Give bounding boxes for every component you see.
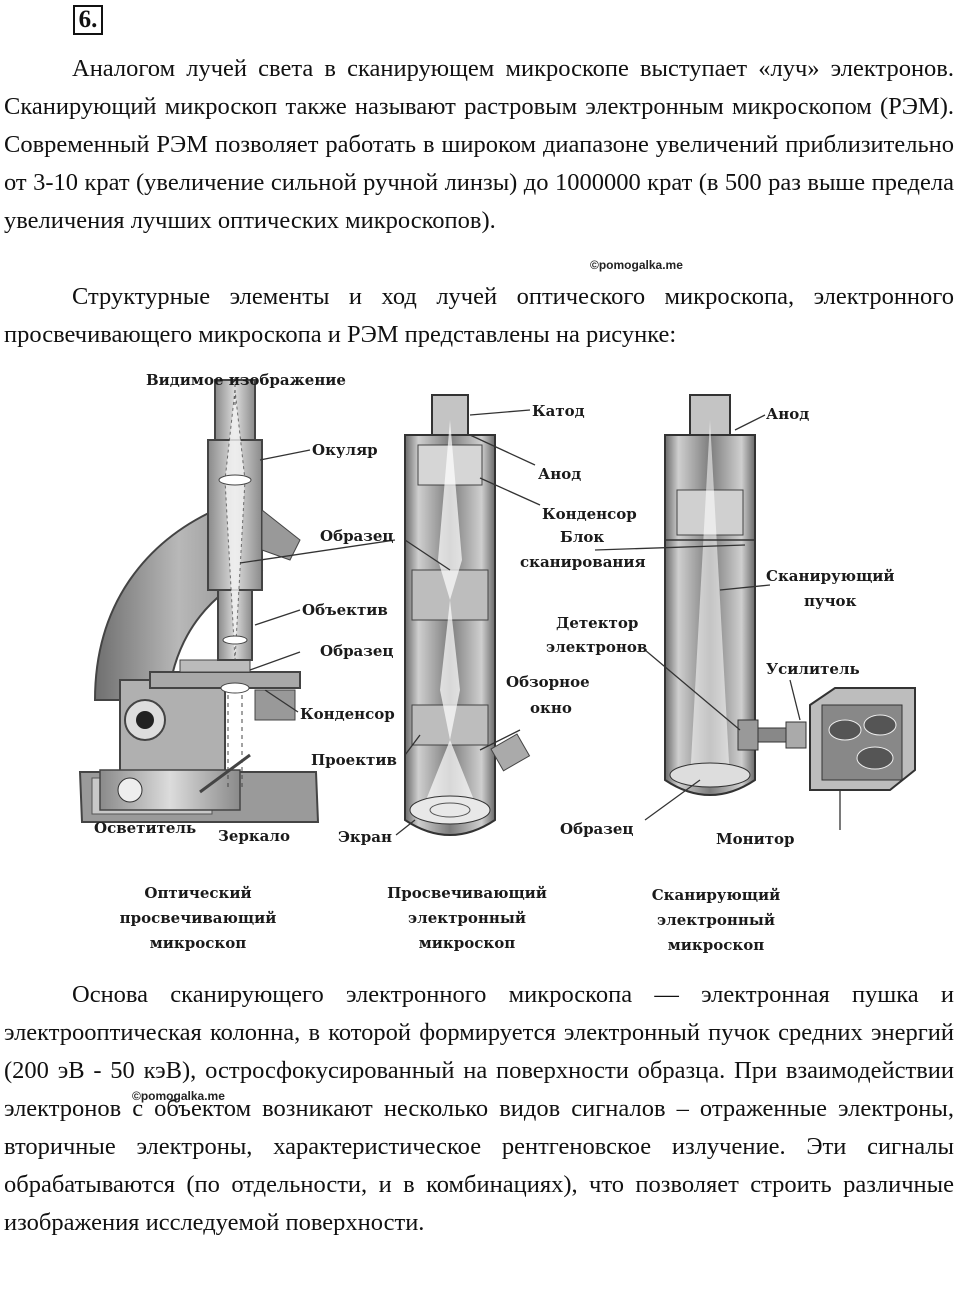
tem-column: [404, 394, 531, 836]
sem-column: [664, 394, 916, 796]
watermark: ©pomogalka.me: [590, 258, 683, 272]
svg-text:Просвечивающий: Просвечивающий: [387, 884, 547, 902]
label-view-window-2: окно: [530, 699, 572, 717]
svg-text:электронный: электронный: [657, 911, 775, 929]
label-visible-image: Видимое изображение: [146, 371, 346, 389]
label-sample-top: Образец: [320, 527, 393, 545]
svg-text:Сканирующий: Сканирующий: [652, 886, 781, 904]
caption-tem: Просвечивающий электронный микроскоп: [387, 884, 547, 952]
svg-text:просвечивающий: просвечивающий: [120, 909, 277, 927]
label-anode-tem: Анод: [538, 465, 581, 483]
tem-leaders: [395, 409, 541, 836]
label-cathode: Катод: [532, 402, 585, 420]
label-anode-sem: Анод: [766, 405, 809, 423]
label-illuminator: Осветитель: [94, 819, 196, 837]
label-scan-block-2: сканирования: [520, 553, 646, 571]
label-detector-2: электронов: [546, 638, 647, 656]
caption-optical: Оптический просвечивающий микроскоп: [120, 884, 277, 952]
paragraph-intro: Аналогом лучей света в сканирующем микро…: [4, 55, 954, 234]
paragraph-sem-basis: Основа сканирующего электронного микроск…: [4, 981, 954, 1236]
label-monitor: Монитор: [716, 830, 795, 848]
paragraph-figure-intro: Структурные элементы и ход лучей оптичес…: [4, 283, 954, 348]
svg-text:микроскоп: микроскоп: [150, 934, 246, 952]
label-objective: Объектив: [302, 601, 388, 619]
label-scan-beam-2: пучок: [804, 592, 857, 610]
watermark-2: ©pomogalka.me: [132, 1089, 225, 1103]
svg-text:микроскоп: микроскоп: [668, 936, 764, 954]
label-view-window-1: Обзорное: [506, 673, 590, 691]
label-condenser-optical: Конденсор: [300, 705, 395, 723]
label-amplifier: Усилитель: [766, 660, 860, 678]
label-scan-beam-1: Сканирующий: [766, 567, 895, 585]
label-condenser-tem: Конденсор: [542, 505, 637, 523]
svg-text:электронный: электронный: [408, 909, 526, 927]
label-projective: Проектив: [311, 751, 397, 769]
svg-text:микроскоп: микроскоп: [419, 934, 515, 952]
label-detector-1: Детектор: [556, 614, 638, 632]
caption-sem: Сканирующий электронный микроскоп: [652, 886, 781, 954]
label-sample: Образец: [320, 642, 393, 660]
task-number: 6.: [73, 5, 103, 35]
optical-leaders: [239, 449, 396, 713]
label-sample-sem: Образец: [560, 820, 633, 838]
optical-microscope: [78, 378, 320, 823]
label-scan-block-1: Блок: [560, 528, 604, 546]
label-mirror: Зеркало: [218, 827, 290, 845]
sem-leaders: [594, 414, 841, 830]
label-screen: Экран: [338, 828, 392, 846]
label-eyepiece: Окуляр: [312, 441, 378, 459]
microscopes-figure: Видимое изображение Окуляр Образец Объек…: [78, 371, 916, 954]
svg-text:Оптический: Оптический: [144, 884, 251, 902]
